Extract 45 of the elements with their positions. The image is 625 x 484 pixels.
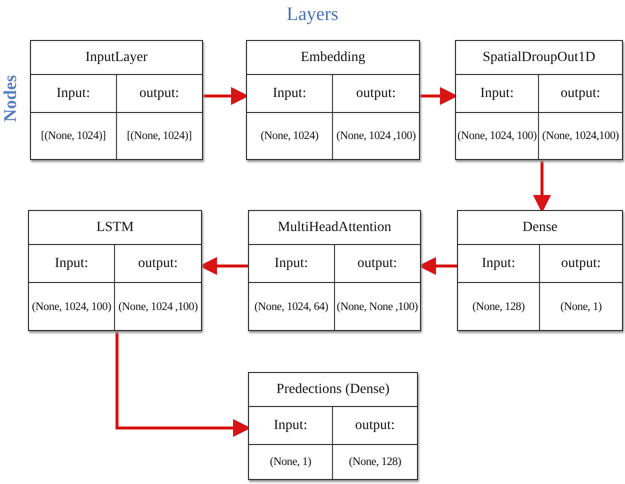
shape-value: (None, 1024 ,100) [335, 129, 417, 144]
axis-label: Nodes [0, 75, 21, 122]
layer-name: SpatialDroupOut1D [456, 41, 622, 75]
column-header: output: [334, 245, 420, 283]
shape-value: (None, 1024 ,100) [117, 300, 199, 314]
diagram-title: Layers [286, 4, 340, 26]
shape-value: (None, 128) [458, 283, 540, 330]
column-header: output: [540, 245, 622, 283]
shape-value: (None, 128) [348, 455, 402, 470]
layer-table [248, 210, 421, 331]
column-header: output: [115, 245, 201, 283]
column-header: Input: [456, 75, 539, 113]
column-header: Input: [458, 245, 540, 283]
column-header: Input: [29, 245, 115, 283]
layer-name: Dense [458, 211, 622, 245]
shape-value: (None, 1) [249, 445, 333, 479]
shape-value: (None, 1024, 100) [29, 283, 115, 330]
shape-value: (None, None ,100) [336, 300, 419, 314]
layer-table [248, 372, 418, 480]
column-header: Input: [31, 75, 116, 113]
layer-table [455, 40, 623, 160]
layer-name: Embedding [247, 41, 419, 75]
column-header: output: [539, 75, 622, 113]
layer-table [30, 40, 203, 160]
column-header: Input: [247, 75, 333, 113]
shape-value: [(None, 1024)] [31, 113, 116, 159]
layer-name: LSTM [29, 211, 201, 245]
column-header: Input: [249, 245, 334, 283]
column-header: Input: [249, 407, 333, 445]
shape-value: (None, 1024,100) [541, 129, 620, 144]
shape-value: (None, 1024, 64) [249, 283, 334, 330]
layer-name: Predections (Dense) [249, 373, 417, 407]
layer-table [457, 210, 623, 331]
shape-value: (None, 1024) [247, 113, 333, 159]
shape-value: (None, 1024, 100) [456, 113, 539, 159]
column-header: output: [116, 75, 202, 113]
layer-name: MultiHeadAttention [249, 211, 420, 245]
arrow [533, 160, 551, 213]
column-header: output: [333, 75, 419, 113]
column-header: output: [333, 407, 417, 445]
layer-table [28, 210, 202, 331]
shape-value: (None, 1) [559, 300, 603, 314]
shape-value: [(None, 1024)] [126, 129, 193, 144]
layer-name: InputLayer [31, 41, 202, 75]
layer-table [246, 40, 420, 160]
